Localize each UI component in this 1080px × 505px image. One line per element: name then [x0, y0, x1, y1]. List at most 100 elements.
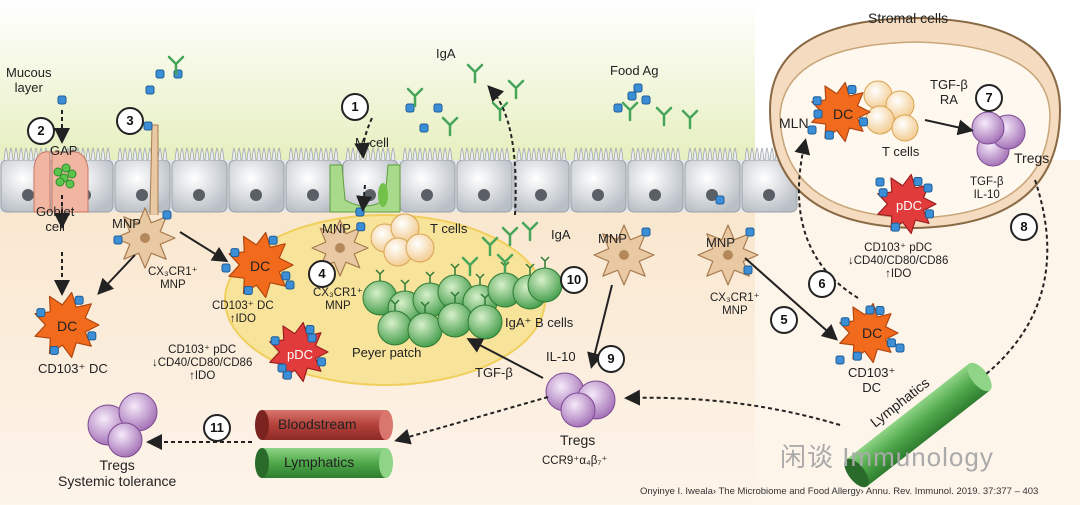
antigen-particle [813, 109, 823, 119]
step-1-badge: 1 [341, 93, 369, 121]
step-8-badge: 8 [1010, 213, 1038, 241]
antigen-particle [155, 69, 165, 79]
antigen-particle [419, 123, 429, 133]
cx3cr1-mnp-pp-label: CX₃CR1⁺ MNP [313, 287, 363, 313]
antigen-particle [627, 91, 637, 101]
mnp-pp-label: MNP [322, 221, 351, 236]
antigen-particle [743, 265, 753, 275]
tregs-mln-label: Tregs [1014, 150, 1050, 166]
step-11-badge: 11 [203, 414, 231, 442]
iga-antibody [461, 256, 479, 277]
antigen-particle [641, 95, 651, 105]
tgfb-mid-label: TGF-β [475, 365, 513, 380]
antigen-particle [221, 263, 231, 273]
cx3cr1-mnp-right-label: CX₃CR1⁺ MNP [710, 292, 760, 318]
antigen-particle [355, 207, 365, 217]
mnp-left-label: MNP [112, 216, 141, 231]
antigen-particle [865, 305, 875, 315]
mln-t-cells [863, 80, 919, 142]
iga-antibody [621, 101, 639, 122]
antigen-particle [835, 355, 845, 365]
antigen-particle [895, 343, 905, 353]
mln-tregs [971, 111, 1026, 167]
mnp-mid-cell [593, 224, 655, 286]
ccr9-label: CCR9⁺α₄β₇⁺ [542, 455, 608, 467]
bloodstream-tube [255, 410, 393, 440]
antigen-particle [613, 103, 623, 113]
epithelial-cell [513, 147, 570, 213]
iga-antibody [406, 87, 424, 108]
pp-t-cells [370, 213, 435, 267]
iga-b-cell [467, 293, 503, 340]
step-7-badge: 7 [975, 84, 1003, 112]
lymphatics-tube-right [844, 362, 992, 488]
dc-pp-label: DC [250, 258, 271, 274]
dc-left-cell [34, 291, 100, 359]
epithelial-cell [456, 147, 513, 213]
antigen-particle [405, 103, 415, 113]
iga-antibody [491, 101, 509, 122]
step-9-badge: 9 [597, 345, 625, 373]
tgfb-ra-label: TGF-β RA [930, 77, 968, 107]
bloodstream-label: Bloodstream [278, 416, 357, 432]
antigen-particle [633, 83, 643, 93]
iga-antibody [501, 226, 519, 247]
antigen-particle [715, 195, 725, 205]
epithelial-cell [285, 147, 342, 213]
tregs-mid-label: Tregs [560, 432, 596, 448]
dc-mln-cell [811, 81, 871, 143]
iga-antibody [496, 253, 514, 274]
iga-antibody [167, 55, 185, 76]
step-10-badge: 10 [560, 266, 588, 294]
mnp-right-cell [697, 224, 759, 286]
pdc-right-cell [877, 173, 937, 235]
iga-top-label: IgA [436, 46, 456, 61]
iga-b-cell [407, 301, 443, 348]
pdc-right-label: pDC [896, 198, 923, 213]
tgfb-il10-label: TGF-β IL-10 [970, 176, 1004, 202]
antigen-particle [307, 333, 317, 343]
lymphatics-left-label: Lymphatics [284, 454, 355, 470]
iga-antibody [466, 63, 484, 84]
mnp-left-cell [114, 207, 176, 269]
dc-left-label: DC [57, 318, 78, 334]
antigen-particle [145, 85, 155, 95]
iga-antibody [521, 221, 539, 242]
tregs-systemic-label: Tregs Systemic tolerance [58, 457, 177, 490]
epithelial-cell [228, 147, 285, 213]
iga-b-cells-cluster [362, 256, 563, 348]
mnp-mid-label: MNP [598, 231, 627, 246]
step-5-badge: 5 [770, 306, 798, 334]
cd103-pdc-right-label: CD103⁺ pDC ↓CD40/CD80/CD86 ↑IDO [848, 242, 949, 281]
step-4-badge: 4 [308, 260, 336, 288]
iga-antibody [681, 109, 699, 130]
antigen-particle [113, 235, 123, 245]
step-2-badge: 2 [27, 117, 55, 145]
mucous-layer-label: Mucous layer [6, 65, 52, 95]
iga-b-cells-label: IgA⁺ B cells [505, 315, 574, 330]
iga-antibody [655, 106, 673, 127]
iga-antibodies [167, 55, 699, 277]
mnp-right-label: MNP [706, 235, 735, 250]
cd103-dc-left-label: CD103⁺ DC [38, 361, 108, 376]
step-3-badge: 3 [116, 107, 144, 135]
mln-label: MLN [779, 115, 809, 131]
gap-label: GAP [50, 143, 78, 158]
iga-antibody [481, 236, 499, 257]
goblet-cell-label: Goblet cell [36, 204, 75, 234]
cd103-dc-ido-label: CD103⁺ DC ↑IDO [212, 300, 274, 326]
cd103-dc-right-label: CD103⁺ DC [848, 365, 896, 395]
iga-antibody [441, 116, 459, 137]
cx3cr1-mnp-left-label: CX₃CR1⁺ MNP [148, 266, 198, 292]
peyer-patch-label: Peyer patch [352, 345, 422, 360]
dc-right-cell [839, 302, 899, 364]
antigen-particle [277, 363, 287, 373]
antigen-particle [143, 121, 153, 131]
epithelial-cell [684, 147, 741, 213]
pathway-arrows [54, 85, 1049, 450]
iga-b-cell [527, 256, 563, 303]
antigen-particle [433, 103, 443, 113]
iga-pp-label: IgA [551, 227, 571, 242]
